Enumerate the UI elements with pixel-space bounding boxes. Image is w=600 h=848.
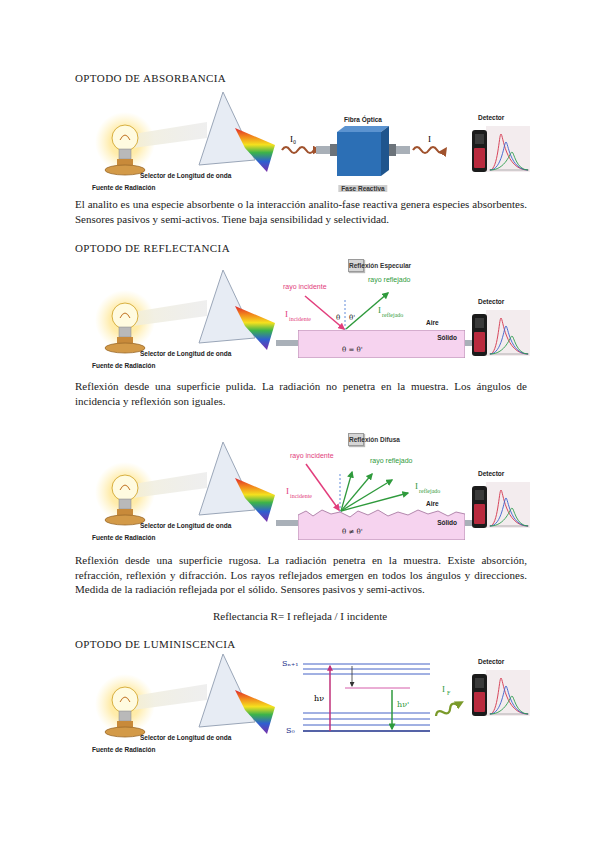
title-banner: Reflexión Especular (348, 259, 364, 272)
angle-symbol: θ (336, 314, 340, 322)
banner-title: Reflexión Difusa (349, 434, 363, 445)
fiber-cable (465, 340, 472, 346)
intensity-symbol: I (428, 134, 431, 144)
intensity-symbol: I (286, 486, 289, 496)
part-label: Fuente de Radiación (92, 534, 156, 541)
node-text: θ ≠ θ' (342, 528, 363, 536)
wavy-arrow (435, 700, 463, 718)
wavy-arrow (282, 147, 318, 153)
relaxation-arrow (352, 666, 353, 686)
energy-levels (303, 664, 430, 731)
incident-ray (306, 464, 339, 510)
relaxed-level (345, 688, 410, 689)
node-title: Sólido (437, 519, 457, 526)
ray-label: rayo incidente (283, 283, 327, 290)
fiber-optic-cell: Fibra ÓpticaFase Reactiva (325, 116, 401, 192)
medium-label: Aire (426, 500, 439, 507)
intensity-symbol: I (378, 305, 381, 315)
ray-label: rayo incidente (290, 452, 334, 459)
part-label: Fuente de Radiación (92, 184, 156, 191)
reflected-ray (341, 474, 372, 511)
part-label: Fuente de Radiación (92, 362, 156, 369)
medium-label: Aire (426, 319, 439, 326)
detector-device (472, 482, 530, 528)
part-label: Fuente de Radiación (92, 746, 156, 753)
part-label: Selector de Longitud de onda (140, 172, 231, 179)
node-text: θ = θ' (342, 346, 363, 354)
incident-ray (305, 296, 344, 329)
node-title: Fibra Óptica (325, 116, 401, 123)
section-heading: OPTODO DE LUMINISCENCIA (75, 638, 236, 650)
state-label: S₀ (286, 726, 295, 735)
intensity-subscript: reflejado (419, 488, 440, 494)
reflected-ray (341, 493, 408, 511)
emission-arrow (391, 690, 393, 729)
normal-line (345, 300, 346, 330)
intensity-symbol: I₀ (290, 134, 296, 144)
part-label: Detector (478, 470, 504, 477)
part-label: Selector de Longitud de onda (140, 734, 231, 741)
fiber-cable (465, 520, 472, 526)
intensity-subscript: F (447, 690, 450, 696)
node-text: Fase Reactiva (338, 185, 387, 192)
section-heading: OPTODO DE ABSORBANCIA (75, 72, 226, 84)
source-and-prism (95, 92, 275, 175)
reflected-ray (346, 293, 388, 329)
ray-label: rayo reflejado (368, 276, 410, 283)
part-label: Detector (478, 298, 504, 305)
wavy-arrow (413, 147, 445, 153)
intensity-symbol: I (442, 684, 445, 694)
fiber-cable (276, 340, 298, 346)
body-text: Reflexión desde una superficie rugosa. L… (75, 553, 527, 597)
excitation-arrow (329, 666, 331, 731)
reflected-ray (341, 480, 392, 511)
source-and-prism (95, 442, 275, 525)
node-title: Sólido (437, 334, 457, 341)
state-label: Sₙ₊₁ (282, 659, 298, 668)
photon-label: hν' (397, 700, 409, 709)
detector-device (472, 126, 530, 172)
part-label: Selector de Longitud de onda (140, 350, 231, 357)
part-label: Detector (478, 658, 504, 665)
part-label: Detector (478, 114, 504, 121)
intensity-subscript: incidente (290, 493, 312, 499)
section-heading: OPTODO DE REFLECTANCIA (75, 242, 230, 254)
fiber-cable (276, 520, 298, 526)
solid-sample: Sólido θ = θ' (298, 330, 465, 358)
source-and-prism (95, 654, 275, 737)
ray-label: rayo reflejado (370, 457, 412, 464)
part-label: Selector de Longitud de onda (140, 522, 231, 529)
intensity-symbol: I (285, 309, 288, 319)
title-banner: Reflexión Difusa (348, 433, 364, 446)
banner-title: Reflexión Especular (349, 260, 363, 271)
detector-device (472, 670, 530, 716)
formula: Reflectancia R= I reflejada / I incident… (0, 609, 600, 624)
angle-symbol: θ' (349, 314, 355, 322)
source-and-prism (95, 270, 275, 353)
intensity-subscript: incidente (289, 316, 311, 322)
body-text: El analito es una especie absorbente o l… (75, 197, 527, 226)
solid-sample: Sólido θ ≠ θ' (298, 508, 465, 540)
photon-label: hν (314, 694, 324, 703)
detector-device (472, 310, 530, 356)
fiber-cube (337, 126, 389, 132)
normal-line (340, 474, 341, 512)
body-text: Reflexión desde una superficie pulida. L… (75, 379, 527, 408)
intensity-symbol: I (415, 481, 418, 491)
intensity-subscript: reflejado (382, 312, 403, 318)
